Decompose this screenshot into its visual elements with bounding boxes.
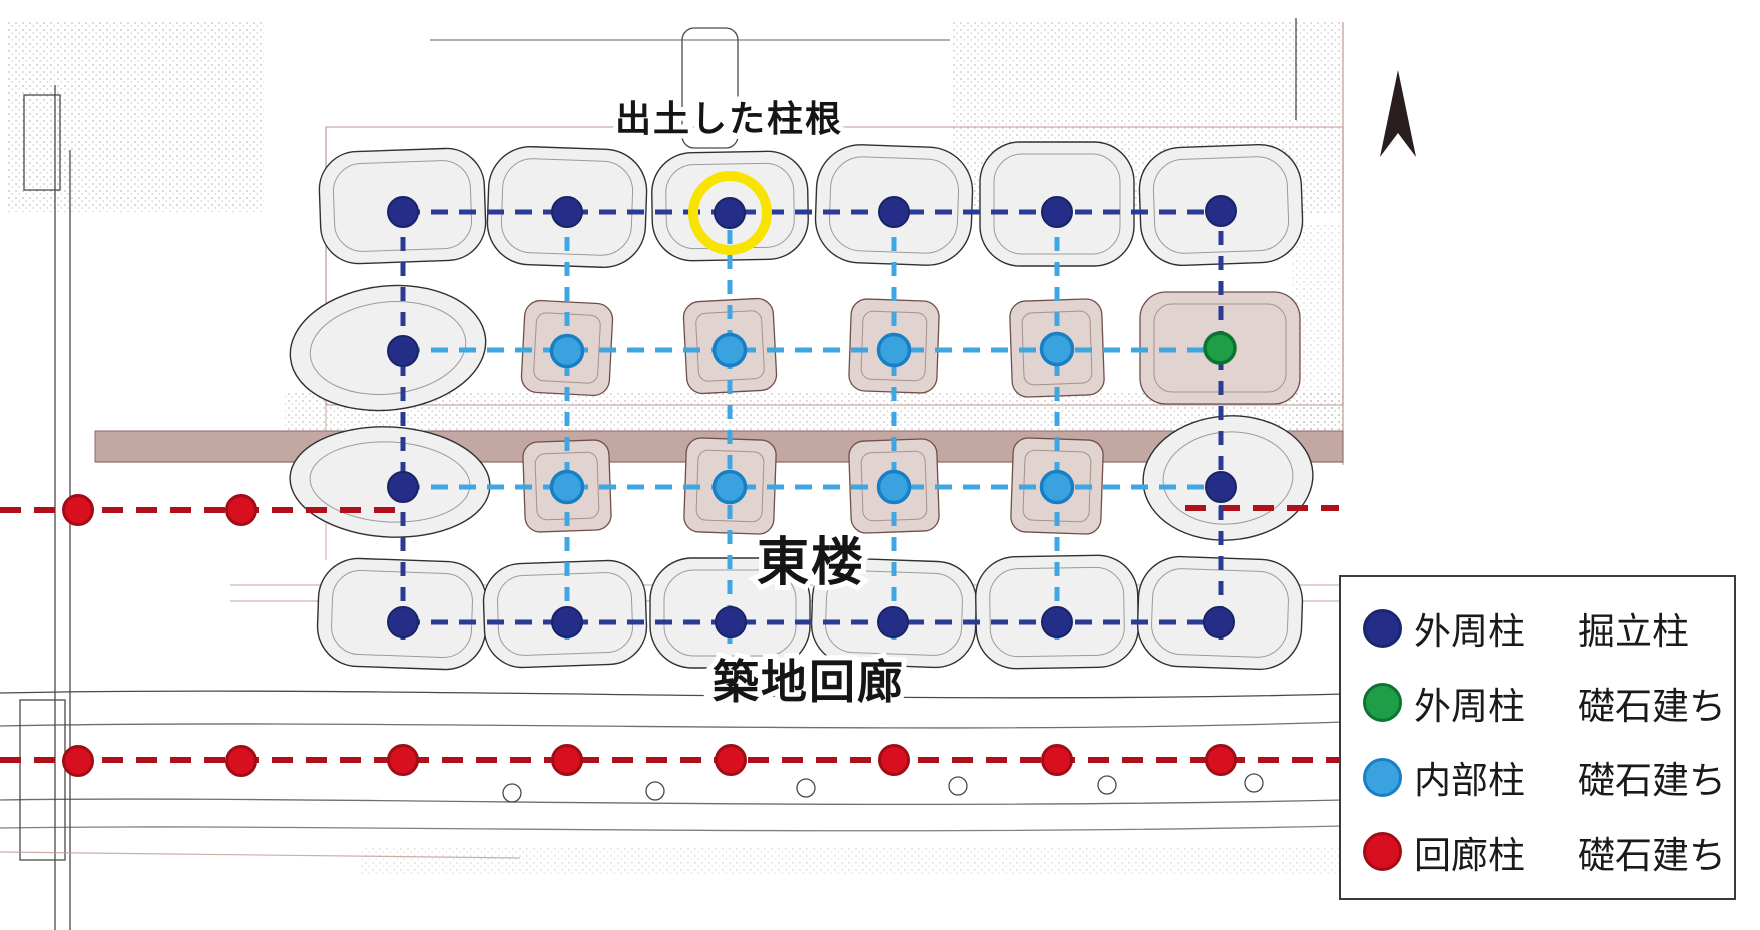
legend-category-label: 回廊柱 — [1414, 834, 1525, 876]
pillar-dot-outer-post — [387, 335, 419, 367]
pillar-axis-lines — [0, 205, 1339, 763]
pillar-dot-corridor-stone — [62, 494, 94, 526]
legend-swatch-icon — [1363, 608, 1402, 648]
pillar-dot-inner-stone — [712, 332, 748, 368]
legend-swatch-icon — [1363, 683, 1402, 723]
legend-item: 外周柱 礎石建ち — [1363, 676, 1734, 730]
pillar-dot-outer-post — [878, 196, 910, 228]
pillar-dot-corridor-stone — [1205, 744, 1237, 776]
legend-construction-label: 礎石建ち — [1578, 685, 1726, 727]
legend-item: 内部柱 礎石建ち — [1363, 750, 1734, 804]
legend-item: 回廊柱 礎石建ち — [1363, 825, 1734, 879]
excavated-pillar-label: 出土した柱根 — [615, 98, 843, 139]
pillar-dot-inner-stone — [876, 332, 912, 368]
pillar-dot-outer-stone — [1203, 331, 1237, 365]
legend-swatch-icon — [1363, 832, 1402, 872]
legend-construction-label: 礎石建ち — [1578, 760, 1726, 802]
pillar-dot-outer-post — [387, 471, 419, 503]
pillar-dot-outer-post — [551, 606, 583, 638]
legend: 外周柱掘立柱外周柱礎石建ち内部柱礎石建ち回廊柱礎石建ち — [1339, 575, 1736, 900]
pillar-dot-inner-stone — [876, 469, 912, 505]
pillar-dot-outer-post — [387, 606, 419, 638]
pillar-dot-outer-post — [1203, 606, 1235, 638]
legend-category-label: 外周柱 — [1414, 611, 1525, 652]
pillar-dot-outer-post — [1205, 195, 1237, 227]
pillar-dot-inner-stone — [712, 469, 748, 505]
post-holes — [502, 773, 1264, 803]
pillar-dot-outer-post — [551, 196, 583, 228]
pillar-dot-inner-stone — [1039, 469, 1075, 505]
legend-category-label: 外周柱 — [1414, 685, 1525, 727]
legend-construction-label: 掘立柱 — [1578, 611, 1689, 652]
pillar-dot-inner-stone — [549, 469, 585, 505]
pillar-dot-corridor-stone — [715, 744, 747, 776]
pillar-dot-outer-post — [387, 196, 419, 228]
ground-texture — [6, 22, 1343, 874]
pillar-dot-corridor-stone — [387, 744, 419, 776]
legend-construction-label: 礎石建ち — [1578, 834, 1726, 876]
excavated-pillar-highlight-ring — [688, 171, 772, 255]
pillar-dot-corridor-stone — [62, 745, 94, 777]
pillar-dot-corridor-stone — [225, 745, 257, 777]
pillar-dot-inner-stone — [1039, 331, 1075, 367]
pillar-dot-inner-stone — [549, 333, 585, 369]
pillar-pit-boulders-row1 — [318, 141, 1304, 268]
corridor-label: 築地回廊 — [713, 656, 905, 708]
pillar-dot-outer-post — [714, 197, 746, 229]
north-arrow-icon — [1380, 70, 1416, 157]
legend-category-label: 内部柱 — [1414, 760, 1525, 802]
pillar-dot-corridor-stone — [551, 744, 583, 776]
pillar-dot-corridor-stone — [1041, 744, 1073, 776]
pillar-dots — [62, 195, 1237, 777]
pillar-dot-outer-post — [715, 606, 747, 638]
pillar-dot-outer-post — [1041, 606, 1073, 638]
legend-item: 外周柱 掘立柱 — [1363, 601, 1734, 655]
legend-swatch-icon — [1363, 757, 1402, 797]
east-tower-label: 東楼 — [757, 534, 865, 592]
pillar-dot-corridor-stone — [878, 744, 910, 776]
pillar-dot-outer-post — [1041, 196, 1073, 228]
pillar-dot-corridor-stone — [225, 494, 257, 526]
pillar-dot-outer-post — [877, 606, 909, 638]
pillar-dot-outer-post — [1205, 471, 1237, 503]
